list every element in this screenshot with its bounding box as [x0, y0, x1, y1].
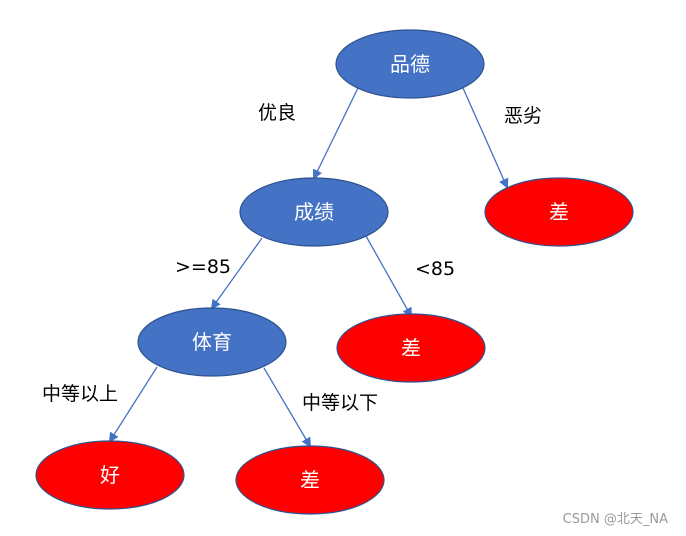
edge-label-grades-to-pe: >=85	[175, 256, 231, 278]
node-label-pe_good: 好	[100, 463, 120, 487]
edge-label-grades-to-grades_low: <85	[415, 258, 455, 280]
decision-node-ellipse-pe	[137, 307, 287, 377]
edge-label-pe-to-pe_bad: 中等以下	[302, 392, 378, 414]
node-moral: 品德	[335, 29, 485, 99]
node-pe_bad: 差	[235, 445, 385, 515]
edges-layer	[108, 87, 509, 448]
decision-node-ellipse-moral	[335, 29, 485, 99]
leaf-node-ellipse-pe_bad	[235, 445, 385, 515]
nodes-layer: 品德成绩差体育差好差	[35, 29, 634, 515]
node-pe: 体育	[137, 307, 287, 377]
node-moral_bad: 差	[484, 177, 634, 247]
edge-arrow-pe-to-pe_good	[108, 366, 158, 443]
node-grades_low: 差	[336, 313, 486, 383]
node-label-pe_bad: 差	[300, 468, 320, 492]
edge-arrow-moral-to-moral_bad	[462, 87, 509, 189]
node-label-moral_bad: 差	[549, 200, 569, 224]
edge-arrow-pe-to-pe_bad	[263, 367, 312, 448]
node-label-grades: 成绩	[294, 200, 334, 224]
edge-arrow-grades-to-pe	[210, 237, 263, 310]
edge-label-moral-to-moral_bad: 恶劣	[504, 105, 542, 127]
watermark-text: CSDN @北天_NA	[563, 512, 668, 527]
edge-arrow-moral-to-grades	[313, 87, 359, 180]
node-pe_good: 好	[35, 440, 185, 510]
leaf-node-ellipse-grades_low	[336, 313, 486, 383]
edge-label-moral-to-grades: 优良	[258, 102, 296, 124]
node-label-grades_low: 差	[401, 336, 421, 360]
leaf-node-ellipse-moral_bad	[484, 177, 634, 247]
edge-arrow-grades-to-grades_low	[365, 235, 412, 318]
leaf-node-ellipse-pe_good	[35, 440, 185, 510]
edge-labels-layer: 优良 恶劣 >=85 <85 中等以上 中等以下	[42, 102, 542, 414]
node-label-moral: 品德	[390, 52, 430, 76]
edge-label-pe-to-pe_good: 中等以上	[42, 383, 118, 405]
decision-node-ellipse-grades	[239, 177, 389, 247]
node-label-pe: 体育	[192, 330, 232, 354]
node-grades: 成绩	[239, 177, 389, 247]
